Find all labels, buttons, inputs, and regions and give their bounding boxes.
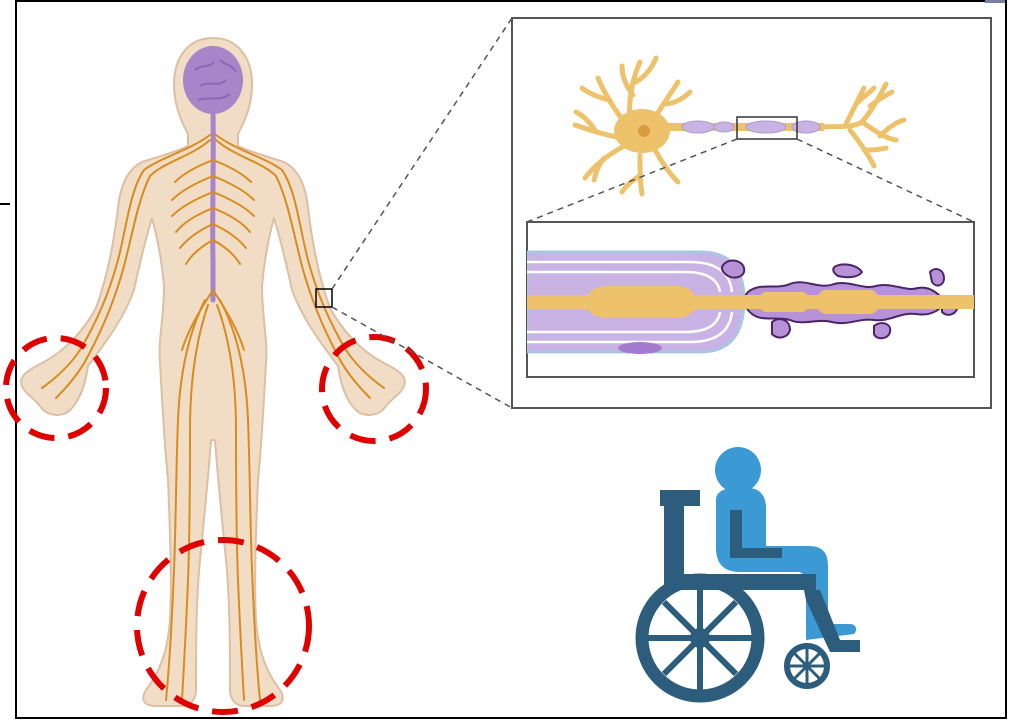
myelin-detail <box>527 222 985 377</box>
spinal-cord <box>213 112 214 300</box>
human-body-icon <box>21 38 405 706</box>
wheelchair-big-wheel <box>642 580 758 696</box>
neuron-panel <box>512 18 991 408</box>
schwann-nucleus <box>618 342 662 354</box>
edge-mark-top-right <box>985 0 1005 3</box>
brain <box>183 46 243 114</box>
wheelchair-small-wheel <box>787 646 827 686</box>
highlight-feet <box>137 540 309 712</box>
person-head <box>715 447 761 493</box>
wheelchair-user-icon <box>642 447 860 696</box>
neuron-nucleus <box>638 125 650 137</box>
